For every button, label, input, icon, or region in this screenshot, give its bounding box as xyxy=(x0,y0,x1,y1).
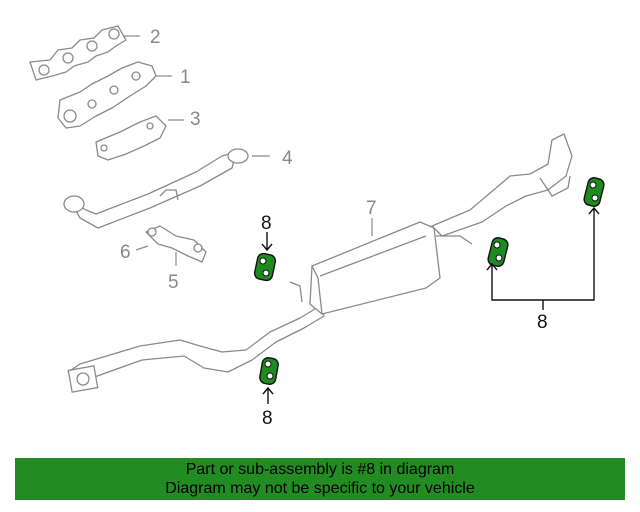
front-exhaust-pipe xyxy=(63,148,249,229)
pipe-bracket xyxy=(145,225,207,263)
exhaust-hanger-lower-left xyxy=(259,357,279,385)
banner-line-1: Part or sub-assembly is #8 in diagram xyxy=(185,461,455,478)
leader-6 xyxy=(135,245,149,251)
leader-8-a xyxy=(261,232,273,252)
leader-8-c xyxy=(486,206,600,310)
callout-8-a: 8 xyxy=(261,213,272,234)
callout-3: 3 xyxy=(190,109,201,130)
callout-2: 2 xyxy=(150,27,161,48)
muffler xyxy=(289,221,473,315)
callout-4: 4 xyxy=(282,148,293,169)
exhaust-hanger-rear-right xyxy=(583,177,605,207)
intermediate-pipe xyxy=(67,305,325,393)
callout-1: 1 xyxy=(180,67,191,88)
callout-7: 7 xyxy=(366,198,377,219)
manifold-gasket xyxy=(29,25,127,81)
callout-8-c: 8 xyxy=(537,312,548,333)
exhaust-manifold xyxy=(57,61,157,129)
part-info-banner: Part or sub-assembly is #8 in diagram Di… xyxy=(15,458,625,500)
leader-8-b xyxy=(262,386,274,404)
callout-8-b: 8 xyxy=(262,408,273,429)
callout-5: 5 xyxy=(168,272,179,293)
exhaust-hanger-upper-left xyxy=(253,252,277,282)
exhaust-hanger-rear-mid xyxy=(487,237,509,267)
banner-line-2: Diagram may not be specific to your vehi… xyxy=(165,480,475,497)
callout-6: 6 xyxy=(120,242,131,263)
tailpipe xyxy=(431,133,573,237)
heat-shield xyxy=(95,115,167,161)
